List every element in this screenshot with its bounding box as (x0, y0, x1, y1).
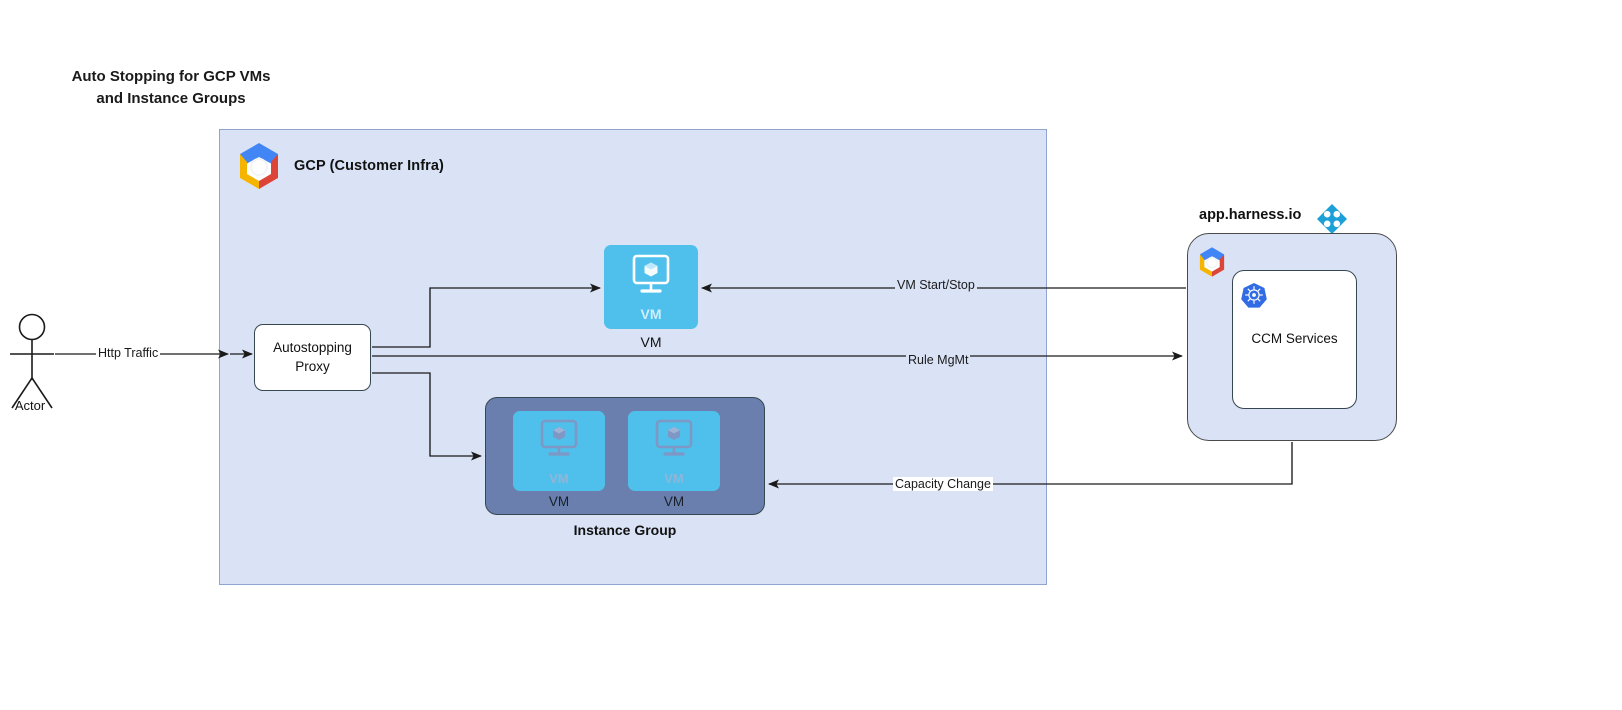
vm-monitor-cube-icon (632, 254, 670, 293)
actor-stick-figure-icon (10, 313, 54, 409)
vm-inner-label: VM (640, 306, 662, 322)
autostopping-proxy-node[interactable]: Autostopping Proxy (254, 324, 371, 391)
instance-group-vm-1[interactable]: VM (513, 411, 605, 491)
instance-group-vm-inner-label: VM (549, 471, 569, 486)
instance-group-node[interactable]: VM VM VM VM (485, 397, 765, 515)
gcp-container-label: GCP (Customer Infra) (294, 158, 444, 174)
edge-label-vm-start-stop: VM Start/Stop (895, 278, 977, 292)
edge-label-rule-mgmt: Rule MgMt (906, 353, 971, 367)
actor-label: Actor (14, 398, 46, 413)
instance-group-vm-inner-label: VM (664, 471, 684, 486)
instance-group-vm-2[interactable]: VM (628, 411, 720, 491)
vm-node-label: VM (640, 334, 662, 350)
instance-group-vm-label-2: VM (663, 494, 685, 509)
harness-diamond-logo-icon (1317, 204, 1347, 234)
kubernetes-logo-icon (1241, 283, 1267, 308)
vm-monitor-cube-icon (540, 419, 578, 456)
gcp-logo-icon (1199, 247, 1225, 277)
vm-monitor-cube-icon (655, 419, 693, 456)
edge-label-capacity-change: Capacity Change (893, 477, 993, 491)
edge-label-http-traffic: Http Traffic (96, 346, 161, 360)
ccm-services-label: CCM Services (1251, 331, 1338, 346)
instance-group-label: Instance Group (573, 522, 677, 538)
page-title: Auto Stopping for GCP VMs and Instance G… (71, 68, 271, 107)
vm-node[interactable]: VM (604, 245, 698, 329)
harness-app-title: app.harness.io (1199, 207, 1302, 223)
instance-group-vm-label-1: VM (548, 494, 570, 509)
gcp-logo-icon (240, 143, 278, 189)
